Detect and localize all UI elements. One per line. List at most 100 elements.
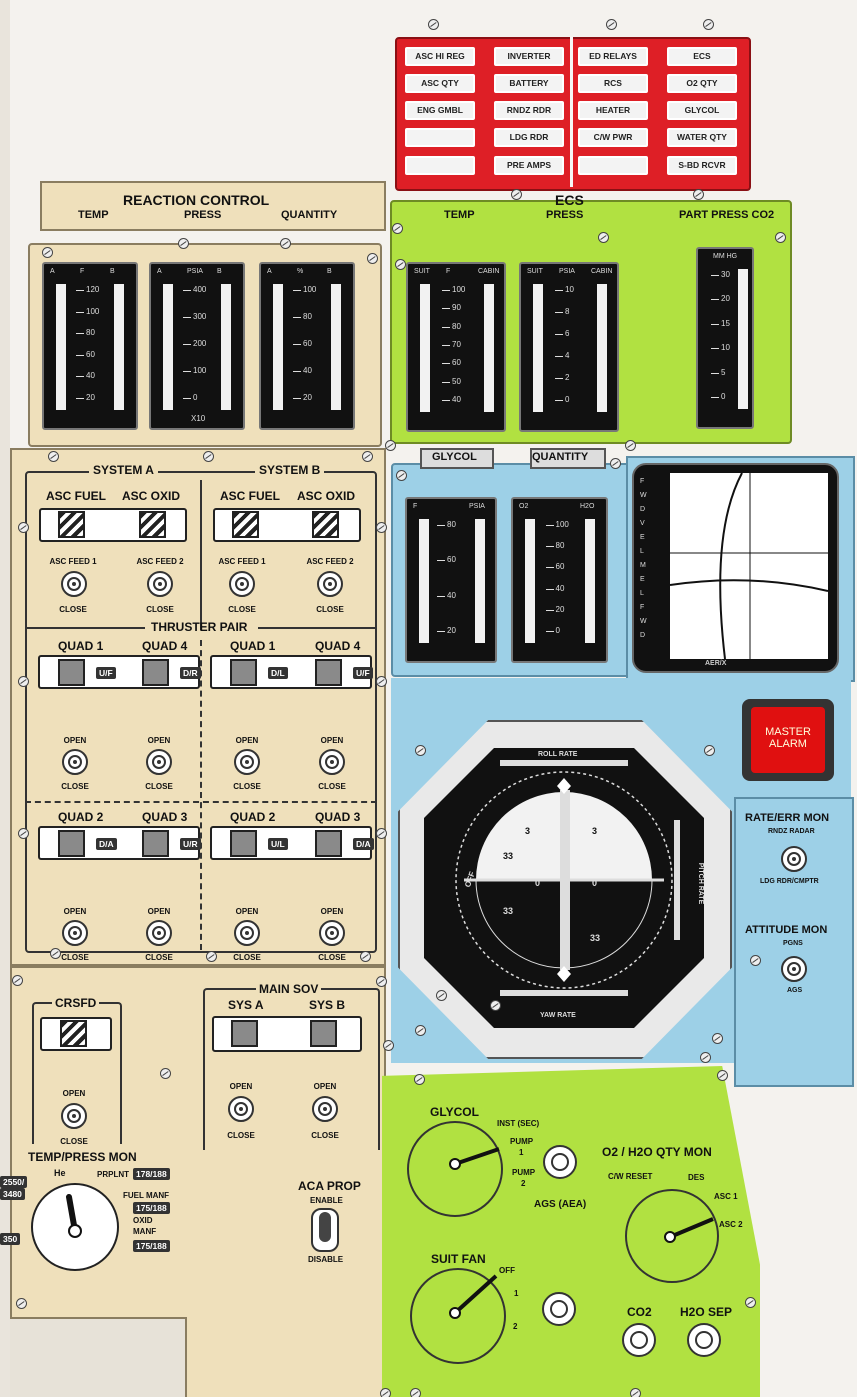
gauge-header: PSIA [469, 503, 485, 510]
fdai-ball [455, 760, 680, 996]
thruster-switch[interactable] [234, 920, 260, 946]
thruster-switch[interactable] [319, 920, 345, 946]
thruster-quad-label: QUAD 1 [58, 639, 104, 653]
gauge-header: B [327, 268, 332, 275]
gauge-tick-label: 40 [86, 371, 95, 381]
o2h2o-selector[interactable] [625, 1189, 719, 1283]
rate-err-switch[interactable] [781, 846, 807, 872]
thruster-switch[interactable] [146, 749, 172, 775]
thruster-switch[interactable] [62, 749, 88, 775]
gauge-tape [420, 284, 430, 412]
thruster-direction-tag: U/F [353, 667, 373, 679]
thruster-switch[interactable] [234, 749, 260, 775]
ecs-part-press-label: PART PRESS CO2 [679, 209, 775, 221]
panel-screw [16, 1298, 27, 1309]
gauge-tick-label: 5 [721, 367, 726, 377]
glycol-sel-title: GLYCOL [430, 1105, 479, 1119]
gauge-tick [555, 400, 563, 401]
gauge-tick [293, 317, 301, 318]
gauge-tick-label: 10 [721, 343, 730, 353]
co2-breaker[interactable] [622, 1323, 656, 1357]
master-alarm-button[interactable]: MASTER ALARM [751, 707, 825, 773]
panel-screw [414, 1074, 425, 1085]
sys-a-feed2-switch[interactable] [147, 571, 173, 597]
suit-fan-selector[interactable] [410, 1268, 506, 1364]
fdai-mark-0-right: 0 [592, 878, 598, 888]
crsfd-switch[interactable] [61, 1103, 87, 1129]
gauge-tick [711, 348, 719, 350]
gauge-tick-label: 20 [721, 294, 730, 304]
fdai-mark-0-left: 0 [535, 878, 541, 888]
sys-b-feed1-switch[interactable] [229, 571, 255, 597]
thruster-switch[interactable] [62, 920, 88, 946]
thruster-quad-label: QUAD 2 [58, 810, 104, 824]
gauge-tick-label: 40 [452, 395, 461, 404]
sys-b-feed1-close: CLOSE [228, 605, 256, 614]
panel-screw [625, 440, 636, 451]
gauge-tick [437, 631, 445, 632]
rate-err-plate [734, 797, 854, 1087]
gauge-tick-label: 80 [452, 321, 461, 331]
temp-press-oxid: OXID [133, 1216, 153, 1225]
sys-b-feed2-switch[interactable] [317, 571, 343, 597]
gauge-tick [545, 588, 554, 590]
gauge-header: F [80, 268, 85, 275]
thruster-open-label: OPEN [63, 736, 87, 745]
gauge-tape [419, 519, 429, 643]
panel-screw [717, 1070, 728, 1081]
h2osep-breaker[interactable] [687, 1323, 721, 1357]
thruster-pair-title: THRUSTER PAIR [151, 620, 248, 634]
suit-fan-1: 1 [514, 1289, 519, 1298]
main-sov-b-switch[interactable] [312, 1096, 338, 1122]
rcs-title-plate [40, 181, 386, 231]
gauge-tick-label: 60 [555, 562, 565, 572]
suit-fan-breaker[interactable] [542, 1292, 576, 1326]
thruster-flag [315, 830, 342, 857]
gauge-tick [76, 398, 84, 399]
xpointer-screen [669, 472, 829, 660]
panel-screw [395, 259, 406, 270]
thruster-flag [315, 659, 342, 686]
gauge-tick [183, 344, 191, 345]
thruster-flag [58, 659, 85, 686]
panel-screw [280, 238, 291, 249]
cw-light [405, 128, 475, 147]
main-sov-sys-b: SYS B [309, 998, 346, 1012]
cw-light: C/W PWR [578, 128, 648, 147]
aca-prop-enable: ENABLE [310, 1196, 343, 1205]
main-sov-b-close: CLOSE [311, 1131, 339, 1140]
gauge-tick [555, 312, 563, 313]
gauge-tick-label: 40 [303, 366, 312, 375]
panel-screw [18, 522, 29, 533]
thruster-switch[interactable] [146, 920, 172, 946]
h2osep-label: H2O SEP [680, 1305, 733, 1319]
main-sov-a-close: CLOSE [227, 1131, 255, 1140]
o2h2o-asc1: ASC 1 [714, 1192, 738, 1201]
aca-prop-title: ACA PROP [298, 1179, 361, 1193]
panel-screw [203, 451, 214, 462]
thruster-switch[interactable] [319, 749, 345, 775]
gauge-header: A [267, 268, 272, 275]
panel-screw [385, 440, 396, 451]
xpointer-scale-letter: D [640, 506, 646, 513]
rcs-quantity-label: QUANTITY [281, 209, 338, 221]
thruster-quad-label: QUAD 4 [142, 639, 188, 653]
panel-screw [745, 1297, 756, 1308]
o2h2o-selector-pointer [664, 1217, 714, 1243]
gauge-tick [293, 344, 301, 345]
thruster-direction-tag: D/A [96, 838, 117, 850]
temp-press-prplnt: PRPLNT [97, 1170, 129, 1179]
thruster-open-label: OPEN [235, 736, 259, 745]
glycol-breaker[interactable] [543, 1145, 577, 1179]
o2h2o-title: O2 / H2O QTY MON [602, 1145, 712, 1159]
aca-prop-lever[interactable] [319, 1212, 331, 1242]
gauge-header: CABIN [591, 268, 613, 275]
temp-press-title: TEMP/PRESS MON [28, 1150, 137, 1164]
sys-a-feed1-switch[interactable] [61, 571, 87, 597]
glycol-selector[interactable] [407, 1121, 503, 1217]
cw-light: WATER QTY [667, 128, 737, 147]
cw-light [405, 156, 475, 175]
main-sov-a-switch[interactable] [228, 1096, 254, 1122]
attitude-switch[interactable] [781, 956, 807, 982]
